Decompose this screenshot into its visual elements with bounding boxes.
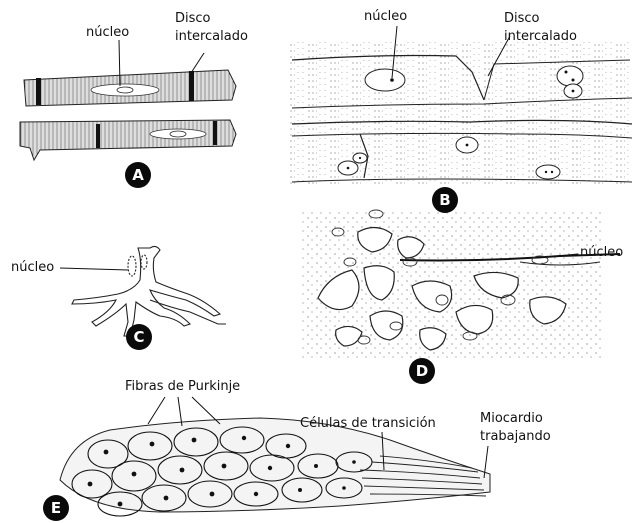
- panel-b-badge: B: [432, 187, 458, 213]
- panel-a-disc-label-line1: Disco: [175, 12, 211, 26]
- panel-a-lower-fiber: [20, 120, 236, 160]
- panel-a-nucleus-upper: [91, 84, 159, 96]
- panel-e-myocardium-line1: Miocardio: [480, 412, 543, 426]
- panel-a-nucleus-lower: [150, 129, 206, 139]
- panel-b-disc-label-line1: Disco: [504, 12, 540, 26]
- panel-a-badge: A: [125, 162, 151, 188]
- panel-a-disc-left: [36, 78, 41, 105]
- panel-c-drawing: [60, 246, 226, 336]
- panel-b-drawing: [290, 26, 632, 184]
- panel-e-badge: E: [43, 495, 69, 521]
- panel-b-disc-label-line2: intercalado: [504, 30, 577, 44]
- panel-e-transition-label: Células de transición: [300, 417, 436, 431]
- panel-d-badge: D: [409, 358, 435, 384]
- panel-a-disc-label-line2: intercalado: [175, 30, 248, 44]
- panel-e-purkinje-label: Fibras de Purkinje: [125, 380, 240, 394]
- panel-a-nucleus-label: núcleo: [86, 26, 129, 40]
- panel-b-nucleus-label: núcleo: [364, 10, 407, 24]
- panel-d-nucleus-label: núcleo: [580, 246, 623, 260]
- panel-e-drawing: [60, 397, 490, 516]
- panel-a-drawing: [20, 40, 236, 160]
- panel-d-drawing: [302, 210, 620, 360]
- panel-c-nucleus-label: núcleo: [11, 261, 54, 275]
- panel-e-myocardium-line2: trabajando: [480, 430, 551, 444]
- panel-c-badge: C: [126, 324, 152, 350]
- panel-a-disc-lower: [96, 124, 100, 148]
- panel-b-nucleus: [365, 69, 405, 91]
- panel-a-disc-right: [189, 71, 194, 101]
